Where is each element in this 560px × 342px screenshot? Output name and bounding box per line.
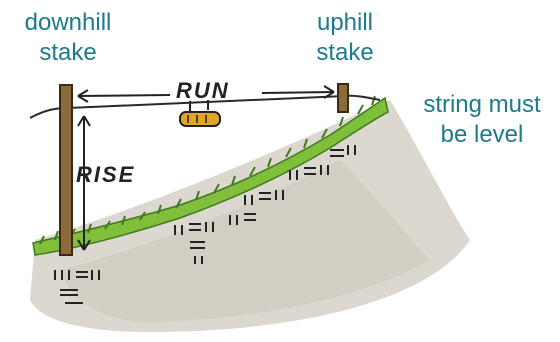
- uphill-stake-post: [337, 83, 349, 113]
- downhill-stake-post: [59, 84, 73, 256]
- line-level-icon: [179, 100, 221, 127]
- run-label: RUN: [176, 78, 230, 103]
- string-level-note: string must be level: [423, 91, 541, 148]
- rise-label: RISE: [76, 162, 136, 187]
- soil-shadow: [60, 160, 430, 322]
- level-string: [29, 94, 381, 119]
- soil-hatching: [54, 145, 356, 304]
- downhill-stake-label: downhill stake: [24, 9, 112, 66]
- run-arrow: [77, 85, 335, 103]
- rise-arrow: [77, 115, 91, 251]
- uphill-stake-label: uphill stake: [316, 9, 374, 66]
